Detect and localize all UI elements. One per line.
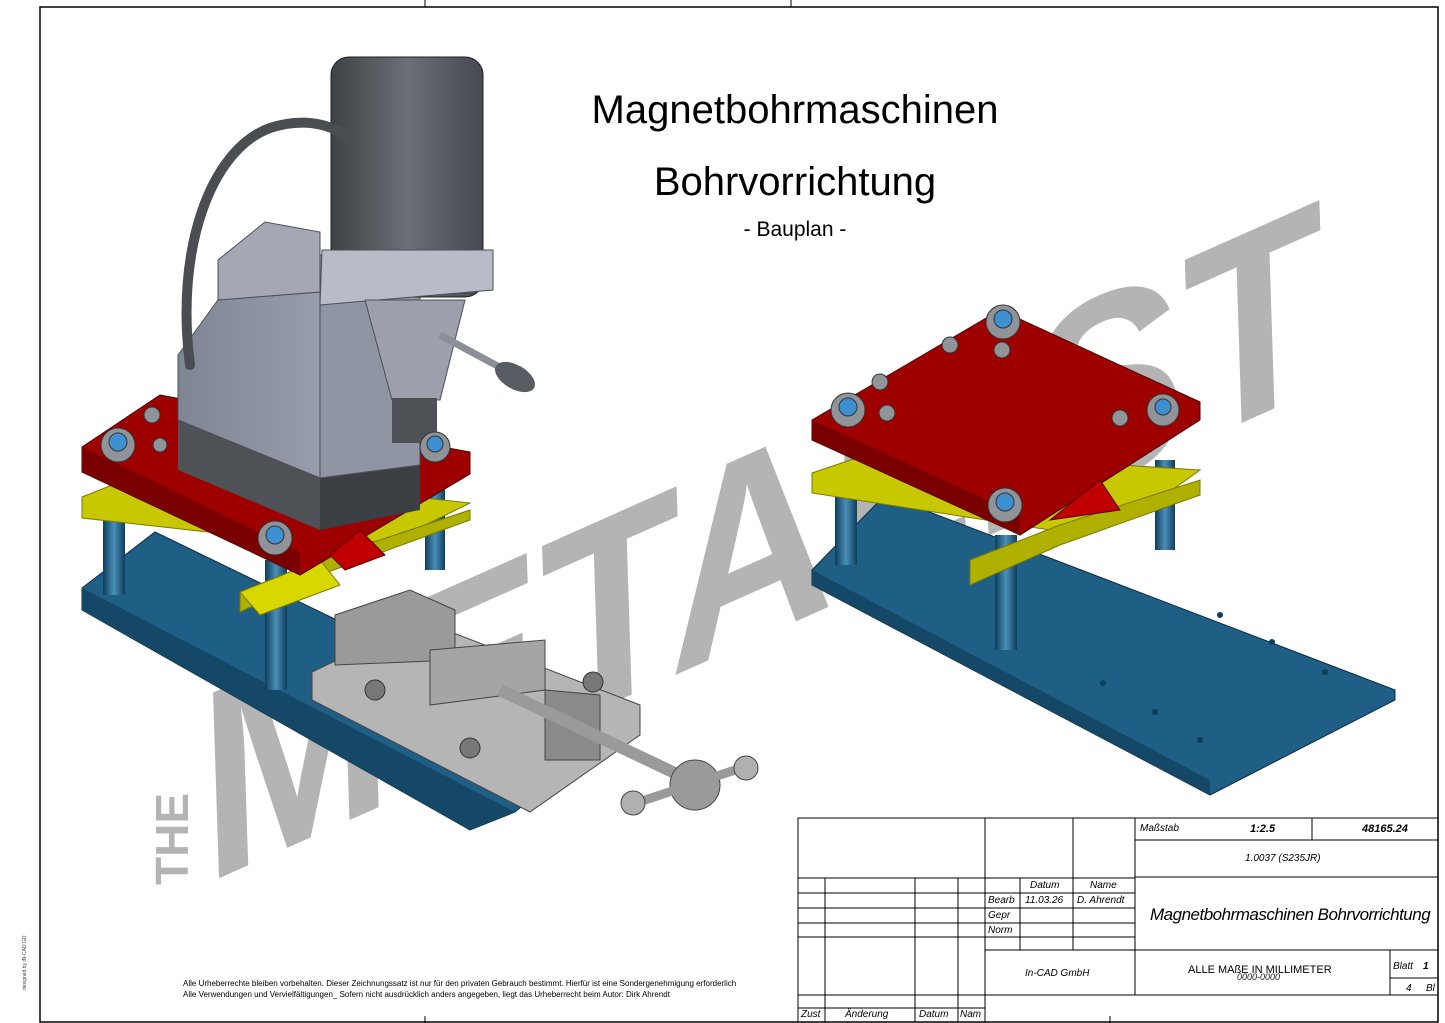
scale-value: 1:2.5 — [1250, 823, 1276, 835]
sheet-label: Blatt — [1393, 961, 1414, 972]
copyright-line-1: Alle Urheberrechte bleiben vorbehalten. … — [183, 979, 737, 988]
row-gepr: Gepr — [988, 910, 1011, 921]
copyright-line-2: Alle Verwendungen und Vervielfältigungen… — [183, 990, 670, 999]
scale-label: Maßstab — [1140, 823, 1179, 834]
drawing-number: 0000-0000 — [1237, 972, 1281, 982]
page-tagline: - Bauplan - — [743, 218, 847, 241]
drawing-title: Magnetbohrmaschinen Bohrvorrichtung — [1150, 905, 1431, 924]
row-bearb: Bearb — [988, 895, 1015, 906]
copyright-notice: Alle Urheberrechte bleiben vorbehalten. … — [183, 978, 736, 1000]
weight-value: 48165.24 — [1362, 823, 1408, 835]
rev-zust: Zust — [801, 1009, 821, 1020]
rev-datum: Datum — [919, 1009, 949, 1020]
watermark-small-text: THE — [146, 793, 198, 885]
left-assembly-view — [81, 56, 759, 831]
material-value: 1.0037 (S235JR) — [1245, 853, 1321, 864]
page-subtitle: Bohrvorrichtung — [653, 160, 937, 204]
sheets-total: 4 — [1406, 983, 1412, 994]
right-assembly-view — [811, 304, 1396, 796]
title-block-grid — [797, 817, 1439, 1023]
units-note: ALLE MAßE IN MILLIMETER — [1188, 964, 1332, 976]
bearb-date: 11.03.26 — [1025, 895, 1064, 906]
row-norm: Norm — [988, 925, 1013, 936]
bearb-name: D. Ahrendt — [1077, 895, 1125, 906]
machine-vise — [311, 589, 759, 816]
column-name: Name — [1090, 880, 1117, 891]
rev-name: Nam — [960, 1009, 982, 1020]
sheet-value: 1 — [1423, 961, 1429, 972]
side-label: designed by IN-CAD GD — [22, 935, 28, 990]
page-title: Magnetbohrmaschinen — [591, 88, 999, 132]
rev-aenderung: Änderung — [845, 1009, 889, 1020]
sheets-label: Bl — [1426, 983, 1435, 994]
company-name: In-CAD GmbH — [1025, 968, 1090, 979]
column-datum: Datum — [1030, 880, 1060, 891]
